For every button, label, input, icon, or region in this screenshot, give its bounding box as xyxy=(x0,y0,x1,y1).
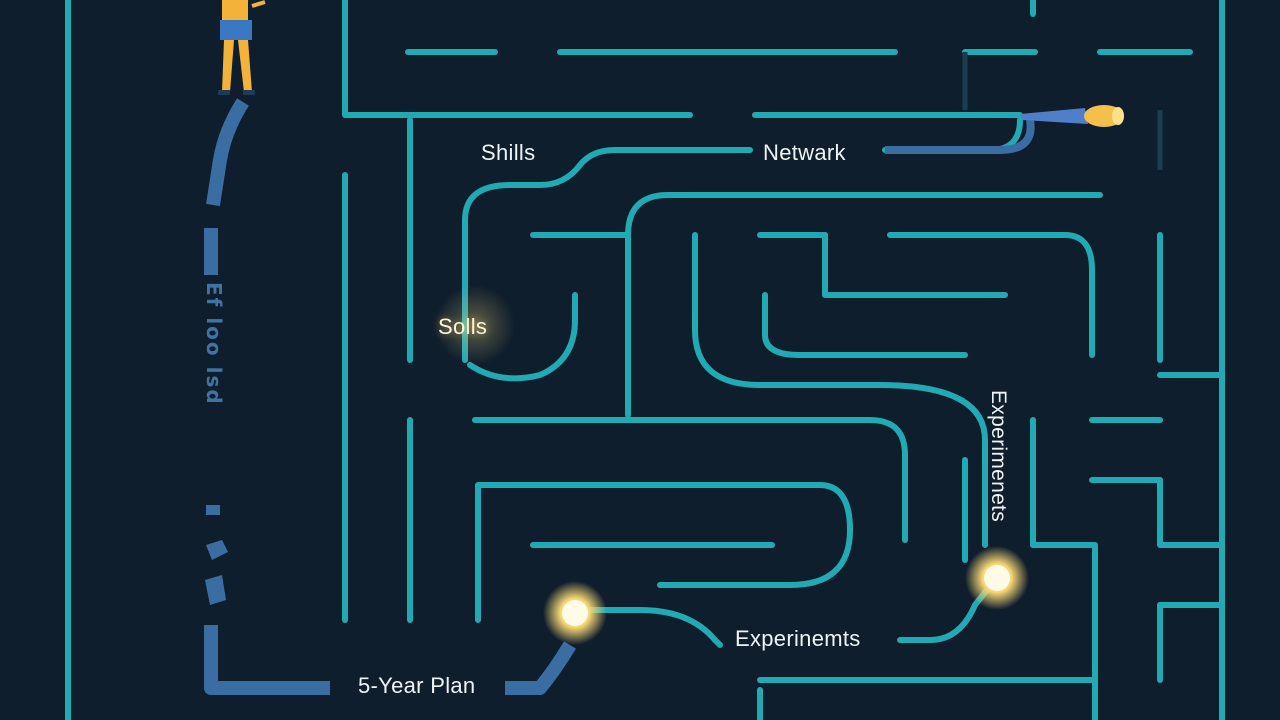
label-five-year-plan: 5-Year Plan xyxy=(358,673,476,698)
label-experiments-bottom: Experinemts xyxy=(735,626,861,651)
milestone-glows xyxy=(435,285,1029,645)
maze-walls xyxy=(65,0,1225,720)
path-glyph-text: Ef loo lsd xyxy=(202,282,226,406)
label-network: Netwark xyxy=(763,140,846,165)
spyglass-icon xyxy=(1020,105,1124,127)
label-skills-mid: Solls xyxy=(438,314,488,339)
traveller-path xyxy=(204,98,1035,695)
maze-shadow-walls xyxy=(962,52,1163,170)
label-experiments-vertical: Experimenets xyxy=(987,390,1010,522)
label-skills-top: Shills xyxy=(481,140,536,165)
person-figure xyxy=(218,0,266,95)
trail-dashes xyxy=(205,505,228,605)
